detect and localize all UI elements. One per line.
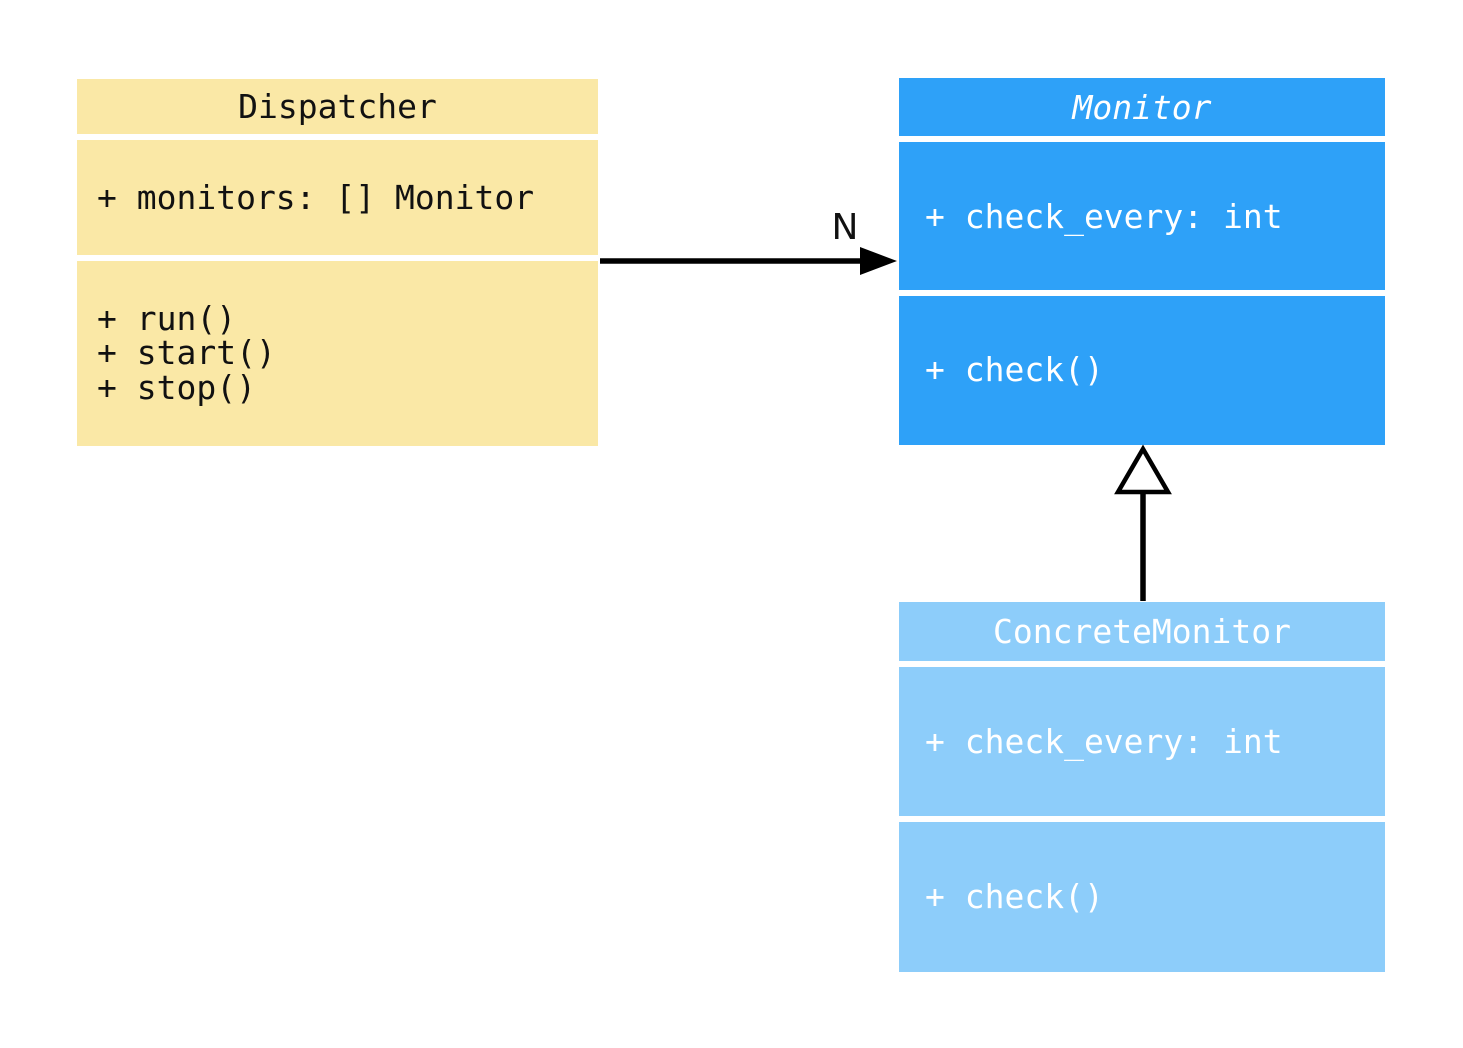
class-box-monitor: Monitor + check_every: int + check() [899,78,1385,445]
monitor-methods-compartment: + check() [899,296,1385,445]
attribute-row: + monitors: [] Monitor [97,178,535,217]
method-row: + check() [925,876,1104,916]
concrete-monitor-methods-compartment: + check() [899,822,1385,972]
association-multiplicity-label: N [831,207,859,248]
association-arrow-dispatcher-to-monitor [600,247,897,275]
method-row: + start() [97,333,276,373]
method-row: + stop() [97,367,256,407]
method-row: + run() [97,298,237,338]
class-box-concrete-monitor: ConcreteMonitor + check_every: int + che… [899,602,1385,972]
dispatcher-attributes-compartment: + monitors: [] Monitor [77,140,598,255]
method-row: + check() [925,350,1104,390]
class-box-dispatcher: Dispatcher + monitors: [] Monitor + run(… [77,79,598,446]
class-title-concrete-monitor: ConcreteMonitor [899,602,1385,661]
class-title-monitor: Monitor [899,78,1385,136]
class-title-dispatcher: Dispatcher [77,79,598,134]
concrete-monitor-attributes-compartment: + check_every: int [899,667,1385,816]
dispatcher-methods-compartment: + run() + start() + stop() [77,261,598,446]
attribute-row: + check_every: int [925,722,1283,761]
inheritance-arrow-concrete-monitor-to-monitor [1114,444,1172,601]
attribute-row: + check_every: int [925,196,1283,236]
monitor-attributes-compartment: + check_every: int [899,142,1385,290]
